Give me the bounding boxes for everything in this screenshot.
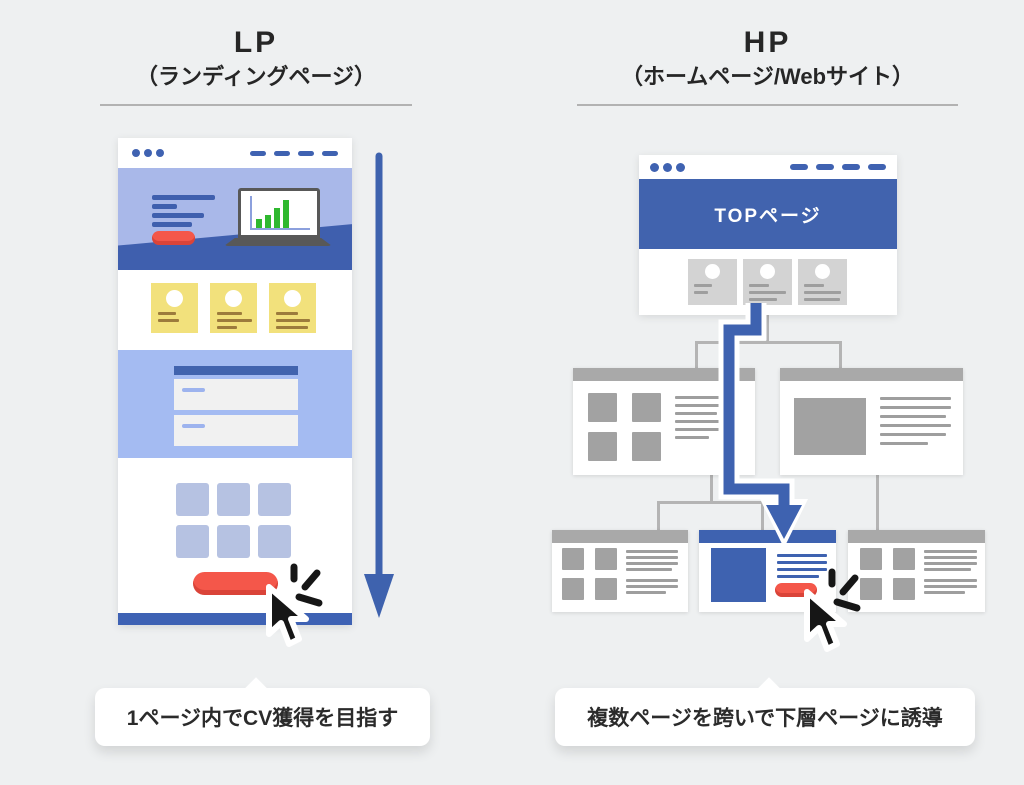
top-page-card xyxy=(688,259,737,305)
lp-title-block: LP （ランディングページ） xyxy=(100,26,412,106)
subpage-header-bar-blue xyxy=(699,530,836,543)
feature-card xyxy=(210,283,257,333)
window-dots-icon xyxy=(132,149,164,157)
image-placeholder-blue xyxy=(711,548,766,602)
hp-title: HP xyxy=(743,26,792,59)
top-page-card xyxy=(798,259,847,305)
hp-browser-header xyxy=(639,155,897,179)
connector-line xyxy=(839,341,842,369)
hero-text-placeholder xyxy=(152,195,215,227)
subpage-header-bar xyxy=(552,530,688,543)
form-input-field xyxy=(174,415,298,446)
subpage-bottom-left xyxy=(552,530,688,612)
window-dots-icon xyxy=(650,163,685,172)
laptop-base xyxy=(224,238,332,246)
lp-gallery-section xyxy=(118,458,352,613)
connector-line xyxy=(695,341,842,344)
bar-chart-icon xyxy=(250,196,310,230)
hp-subtitle: （ホームページ/Webサイト） xyxy=(620,64,915,89)
gallery-thumbnails xyxy=(176,483,295,558)
lp-caption-bubble: 1ページ内でCV獲得を目指す xyxy=(95,677,430,746)
placeholder-lines xyxy=(626,550,678,571)
lp-caption-text: 1ページ内でCV獲得を目指す xyxy=(126,707,399,730)
connector-line xyxy=(876,475,879,531)
hp-title-block: HP （ホームページ/Webサイト） xyxy=(577,26,958,106)
nav-links-icon xyxy=(250,151,338,156)
hp-caption-bubble: 複数ページを跨いで下層ページに誘導 xyxy=(555,677,975,746)
feature-card xyxy=(151,283,198,333)
connector-line xyxy=(657,501,660,531)
subpage-header-bar xyxy=(848,530,985,543)
cursor-click-icon xyxy=(263,561,341,647)
lp-cv-button xyxy=(193,572,278,595)
cursor-click-icon xyxy=(801,566,879,652)
lp-hero-section xyxy=(118,168,352,270)
form-input-field xyxy=(174,379,298,410)
connector-line xyxy=(695,341,698,369)
laptop-screen xyxy=(238,188,320,238)
hp-caption-text: 複数ページを跨いで下層ページに誘導 xyxy=(587,707,943,730)
placeholder-lines xyxy=(675,396,720,439)
bubble-pointer xyxy=(756,677,782,703)
connector-line xyxy=(657,501,764,504)
subpage-bottom-right xyxy=(848,530,985,612)
connector-line xyxy=(710,475,713,503)
connector-line xyxy=(766,315,769,343)
placeholder-lines xyxy=(924,550,977,571)
lp-browser-header xyxy=(118,138,352,168)
lp-subtitle: （ランディングページ） xyxy=(135,64,377,89)
top-page-label: TOPページ xyxy=(714,205,822,227)
placeholder-lines xyxy=(924,579,977,594)
connector-line xyxy=(761,501,764,531)
placeholder-lines-blue xyxy=(777,554,827,578)
hp-top-page-window: TOPページ xyxy=(639,155,897,315)
placeholder-lines xyxy=(626,579,678,594)
subpage-header-bar xyxy=(573,368,755,381)
hero-cta-button xyxy=(152,231,195,245)
subpage-mid-right xyxy=(780,368,963,475)
lp-mockup-window xyxy=(118,138,352,625)
scroll-down-arrow-icon xyxy=(364,152,394,618)
lp-form-section xyxy=(118,350,352,458)
nav-links-icon xyxy=(790,164,886,170)
navigation-route-arrow-icon xyxy=(718,303,808,548)
form-title-bar xyxy=(174,366,298,375)
bubble-pointer xyxy=(243,677,269,703)
subpage-header-bar xyxy=(780,368,963,381)
top-page-card xyxy=(743,259,792,305)
lp-features-section xyxy=(118,270,352,350)
image-placeholder xyxy=(794,398,866,455)
placeholder-lines xyxy=(880,397,951,445)
lp-title: LP xyxy=(233,26,279,59)
laptop-icon xyxy=(224,188,334,246)
feature-card xyxy=(269,283,316,333)
top-page-banner: TOPページ xyxy=(639,179,897,249)
